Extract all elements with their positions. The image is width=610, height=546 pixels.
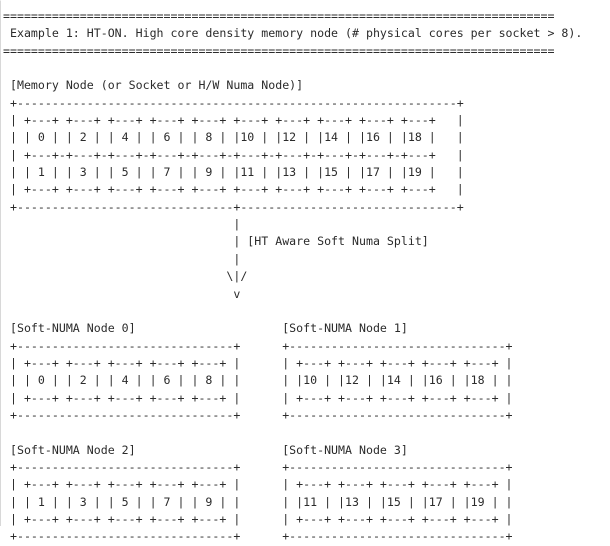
diagram-page: ========================================…: [0, 0, 583, 544]
